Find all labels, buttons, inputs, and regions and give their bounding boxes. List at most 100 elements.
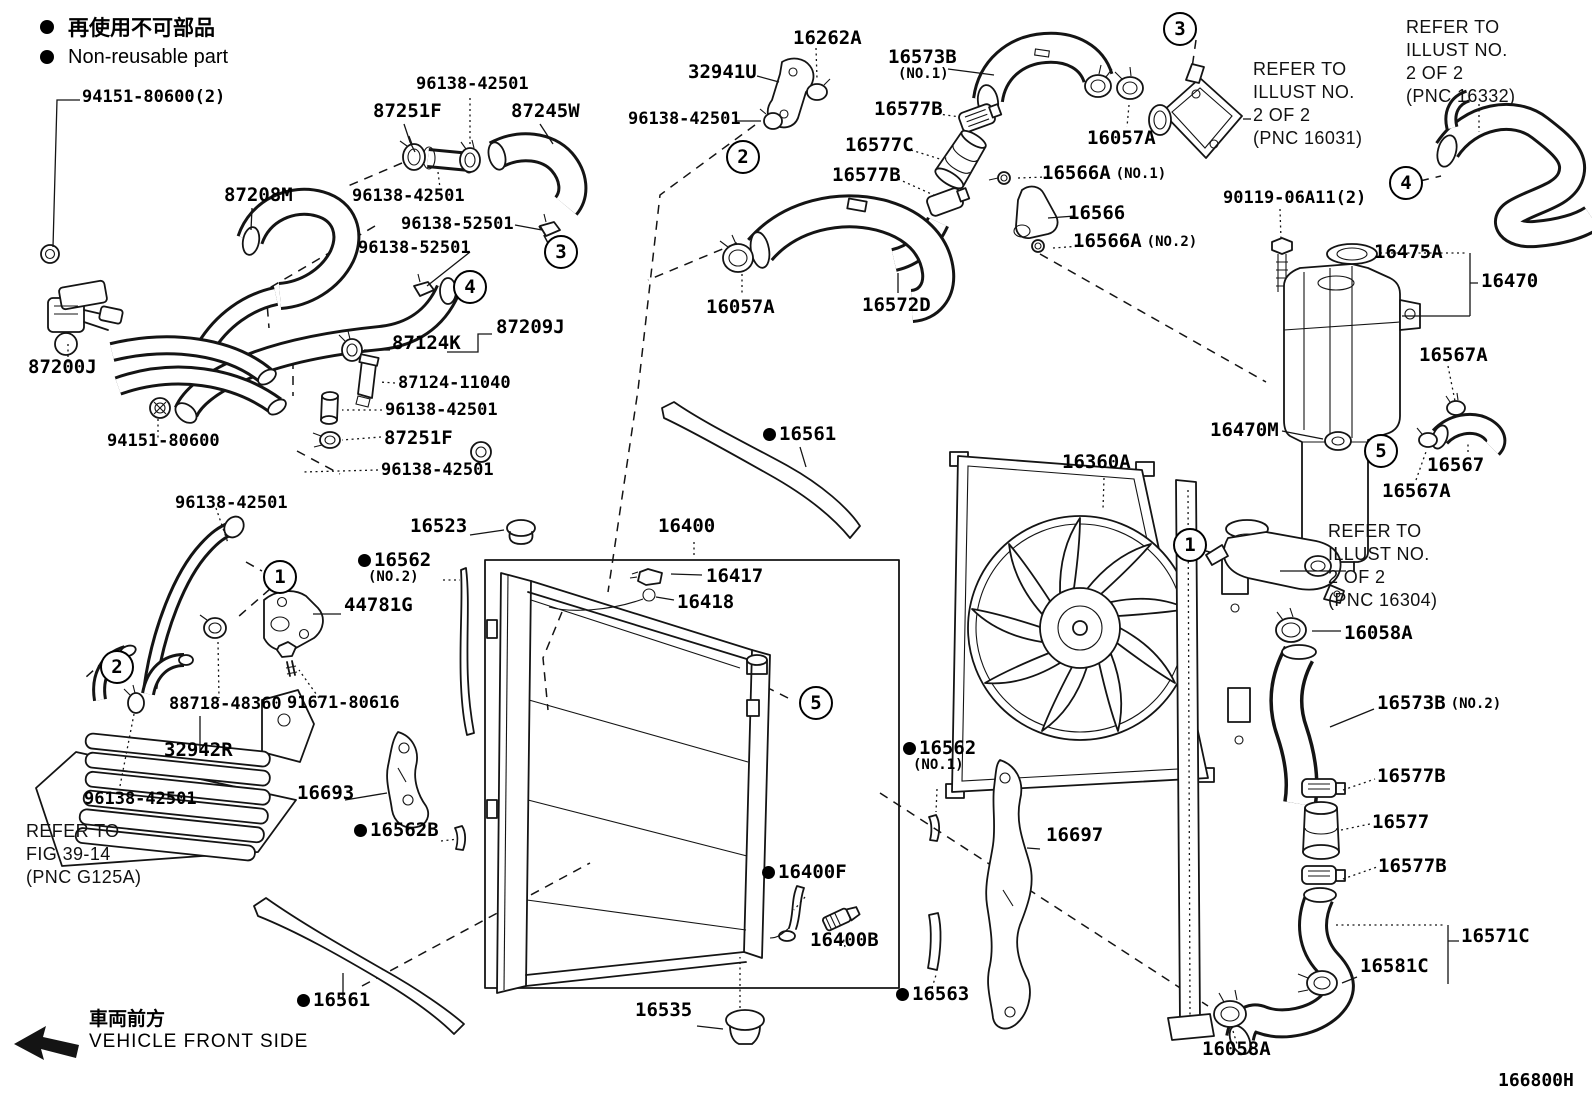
part-label-87209j[interactable]: 87209J [496,317,565,337]
part-label-16561[interactable]: 16561 [297,990,370,1010]
part-label-87245w[interactable]: 87245W [511,100,580,122]
callout-circle-5[interactable]: 5 [1364,434,1398,468]
part-label-96138-52501[interactable]: 96138-52501 [401,215,514,233]
part-label-16535[interactable]: 16535 [635,1000,692,1020]
part-label-94151-80600[interactable]: 94151-80600 [107,431,220,451]
part-label-16418[interactable]: 16418 [677,592,734,612]
part-label-16563[interactable]: 16563 [896,983,970,1005]
callout-circle-4[interactable]: 4 [453,270,487,304]
part-label-16400[interactable]: 16400 [658,515,716,537]
part-label-32941u[interactable]: 32941U [688,62,757,82]
part-label-16577c[interactable]: 16577C [845,134,914,156]
part-label-16577b[interactable]: 16577B [1377,766,1446,786]
part-label-96138-42501[interactable]: 96138-42501 [352,187,465,205]
part-label-16057a[interactable]: 16057A [1087,128,1156,148]
part-label-16581c[interactable]: 16581C [1360,956,1429,976]
part-label-16562[interactable]: 16562(NO.2) [358,549,432,586]
part-label-16561[interactable]: 16561 [763,424,836,444]
part-label-16566[interactable]: 16566 [1068,203,1125,223]
part-label-96138-42501[interactable]: 96138-42501 [385,401,498,419]
part-label-16470[interactable]: 16470 [1481,270,1539,292]
callout-circle-1[interactable]: 1 [1173,528,1207,562]
part-label-96138-42501[interactable]: 96138-42501 [416,75,529,93]
part-label-16262a[interactable]: 16262A [793,28,862,48]
part-number-text: 87245W [511,100,580,122]
callout-circle-5[interactable]: 5 [799,686,833,720]
callout-circle-3[interactable]: 3 [544,235,578,269]
part-label-87251f[interactable]: 87251F [373,101,442,121]
part-label-16562[interactable]: 16562(NO.1) [903,738,976,773]
part-label-96138-42501[interactable]: 96138-42501 [628,110,741,128]
part-number-text: 16571C [1461,925,1530,947]
part-number-text: 94151-80600 [107,431,220,451]
part-label-16400b[interactable]: 16400B [810,930,879,950]
part-label-16523[interactable]: 16523 [410,515,468,537]
part-label-90119-06a11(2)[interactable]: 90119-06A11(2) [1223,189,1366,207]
part-label-87208m[interactable]: 87208M [224,185,293,205]
part-label-44781g[interactable]: 44781G [344,595,413,615]
part-label-88718-48360[interactable]: 88718-48360 [169,695,282,713]
part-label-96138-52501[interactable]: 96138-52501 [358,239,471,257]
part-label-94151-80600(2)[interactable]: 94151-80600(2) [82,88,225,106]
refer-note-line: REFER TO [1406,17,1500,37]
part-label-16417[interactable]: 16417 [706,565,764,587]
part-label-16573b[interactable]: 16573B(NO.1) [888,47,957,82]
part-label-16566a[interactable]: 16566A(NO.2) [1073,231,1198,251]
part-label-87200j[interactable]: 87200J [28,357,97,377]
part-label-96138-42501[interactable]: 96138-42501 [381,461,494,479]
refer-note-line: (PNC 16304) [1328,590,1438,610]
callout-circle-1[interactable]: 1 [263,560,297,594]
part-number-text: 91671-80616 [287,693,400,713]
part-number-text: 16563 [912,983,970,1005]
part-label-16573b[interactable]: 16573B(NO.2) [1377,693,1501,713]
part-label-16577b[interactable]: 16577B [1378,856,1447,876]
part-label-16562b[interactable]: 16562B [354,820,439,840]
part-label-32942r[interactable]: 32942R [164,740,233,760]
refer-note-line: 2 OF 2 [1406,63,1464,83]
part-number-text: 16577B [832,164,901,186]
part-label-96138-42501[interactable]: 96138-42501 [175,494,288,512]
part-label-16360a[interactable]: 16360A [1062,452,1131,472]
non-reusable-bullet-icon [763,428,776,442]
callout-circle-3[interactable]: 3 [1163,12,1197,46]
part-label-87124-11040[interactable]: 87124-11040 [398,374,511,392]
part-label-87124k[interactable]: 87124K [392,333,461,353]
part-label-16567a[interactable]: 16567A [1382,481,1451,501]
callout-circle-4[interactable]: 4 [1389,166,1423,200]
part-label-16577b[interactable]: 16577B [832,164,901,186]
part-number-qualifier: (NO.2) [368,569,419,586]
part-label-87251f[interactable]: 87251F [384,428,453,448]
part-number-text: 16577C [845,134,914,156]
part-label-16057a[interactable]: 16057A [706,297,775,317]
non-reusable-bullet-icon [40,20,54,34]
non-reusable-bullet-icon [297,994,310,1008]
part-label-91671-80616[interactable]: 91671-80616 [287,693,400,713]
part-label-96138-42501[interactable]: 96138-42501 [84,790,197,808]
part-number-text: 16417 [706,565,764,587]
part-label-16697[interactable]: 16697 [1046,825,1103,845]
part-number-text: 16523 [410,515,468,537]
part-label-16475a[interactable]: 16475A [1374,242,1443,262]
part-label-16400f[interactable]: 16400F [762,862,847,882]
part-label-16571c[interactable]: 16571C [1461,925,1530,947]
part-label-16567[interactable]: 16567 [1427,455,1484,475]
part-number-qualifier: (NO.2) [1146,233,1198,250]
part-number-text: 16567A [1419,344,1488,366]
part-label-16577b[interactable]: 16577B [874,99,943,119]
callout-circle-2[interactable]: 2 [100,650,134,684]
part-number-text: 16562 [374,549,432,571]
part-label-16567a[interactable]: 16567A [1419,344,1488,366]
part-number-text: 16470 [1481,270,1539,292]
part-label-16572d[interactable]: 16572D [862,295,931,315]
non-reusable-bullet-icon [762,866,775,880]
part-number-text: 16400 [658,515,716,537]
part-label-16058a[interactable]: 16058A [1344,623,1413,643]
front-direction-arrow [14,1026,79,1060]
part-label-16577[interactable]: 16577 [1372,812,1429,832]
part-label-16693[interactable]: 16693 [297,783,354,803]
part-number-text: 16058A [1202,1038,1271,1060]
part-label-16470m[interactable]: 16470M [1210,420,1279,440]
part-label-16058a[interactable]: 16058A [1202,1038,1271,1060]
callout-circle-2[interactable]: 2 [726,140,760,174]
part-label-16566a[interactable]: 16566A(NO.1) [1042,163,1166,183]
